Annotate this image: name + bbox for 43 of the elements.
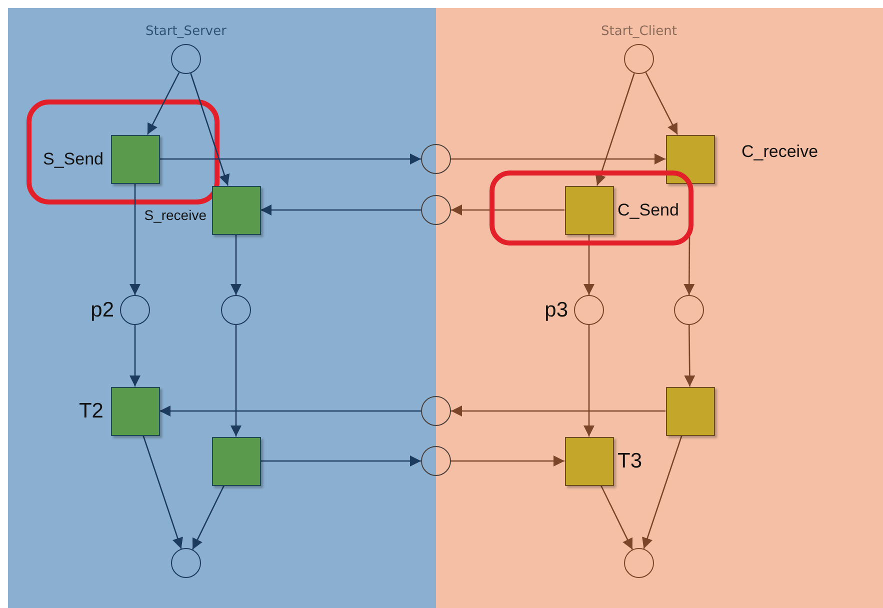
arc-arrow [260,456,421,466]
arc-arrow [451,154,666,164]
arc-arrow [645,72,678,135]
place-label: Start_Client [601,25,677,38]
place-circle [421,195,451,225]
arc-arrow [160,406,421,416]
transition-label: T2 [78,400,104,422]
transition-label: S_Send [43,150,104,168]
arc-arrow [451,456,564,466]
place-circle [421,446,451,476]
place-label: Start_Server [146,25,226,38]
transition-box [212,436,260,486]
arc-arrow [684,325,696,386]
transition-label: T3 [618,450,642,472]
arc-arrow [595,73,635,186]
place-label: p3 [544,300,568,320]
arc-arrow [642,435,682,549]
arc-arrow [192,485,225,550]
arc-arrow [584,234,594,295]
place-circle [421,396,451,426]
arc-arrow [190,73,230,186]
arc-arrow [130,184,140,295]
transition-box [666,386,714,436]
arc-arrow [451,204,564,216]
place-circle [421,144,451,174]
place-label: p2 [90,300,114,320]
place-circle [624,548,654,578]
place-circle [674,295,704,325]
transition-label: C_receive [742,143,818,160]
transition-label: S_receive [144,208,206,222]
arc-arrow [600,485,633,550]
arc-arrow [142,435,183,549]
transition-label: C_Send [618,202,679,218]
arc-arrow [160,154,421,164]
arc-arrow [260,204,421,216]
arc-arrow [230,325,242,436]
arc-arrow [146,72,180,135]
place-circle [221,295,251,325]
place-circle [171,548,201,578]
arc-arrow [230,234,242,295]
arc-arrow [584,325,594,436]
arc-arrow [451,406,666,416]
arc-arrow [130,325,140,386]
